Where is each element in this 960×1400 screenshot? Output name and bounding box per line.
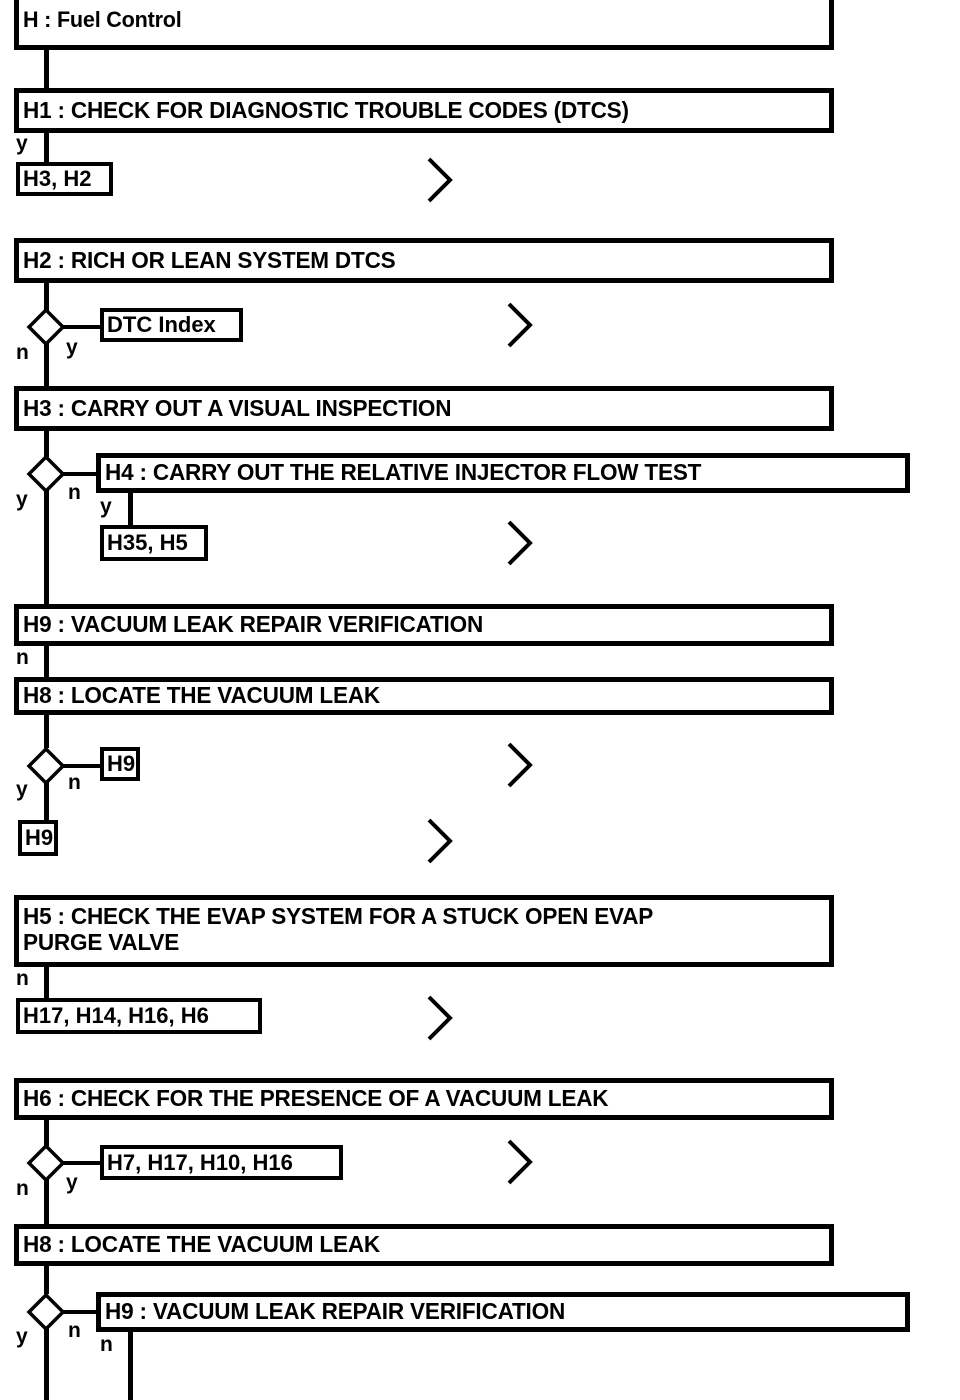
ref-box-dtc-index[interactable]: DTC Index — [100, 308, 243, 342]
branch-label-y-h8a: y — [16, 778, 28, 801]
step-box-h4[interactable]: H4 : CARRY OUT THE RELATIVE INJECTOR FLO… — [96, 453, 910, 493]
step-label-h8-b: H8 : LOCATE THE VACUUM LEAK — [23, 1231, 381, 1258]
step-label-h2: H2 : RICH OR LEAN SYSTEM DTCS — [23, 246, 396, 273]
chevron-icon-3 — [505, 518, 535, 568]
ref-label-h7-h17-h10-h16: H7, H17, H10, H16 — [107, 1149, 293, 1175]
step-box-h3[interactable]: H3 : CARRY OUT A VISUAL INSPECTION — [14, 386, 834, 431]
connector-h-to-h1 — [44, 50, 49, 92]
branch-label-n-h5: n — [16, 967, 29, 990]
chevron-icon-1 — [425, 155, 455, 205]
step-label-h4: H4 : CARRY OUT THE RELATIVE INJECTOR FLO… — [105, 459, 702, 486]
branch-label-n-h9a: n — [16, 646, 29, 669]
connector-h9b-down — [128, 1332, 133, 1400]
decision-diamond-h2[interactable] — [26, 307, 66, 347]
ref-label-h3-h2: H3, H2 — [23, 166, 92, 191]
ref-label-dtc-index: DTC Index — [107, 312, 216, 337]
connector-h9a-to-h8a — [44, 646, 49, 678]
decision-diamond-h8-a[interactable] — [26, 746, 66, 786]
connector-h1-to-ref — [44, 133, 49, 163]
decision-diamond-h8-b[interactable] — [26, 1292, 66, 1332]
step-box-h2[interactable]: H2 : RICH OR LEAN SYSTEM DTCS — [14, 238, 834, 283]
ref-label-h17-h14-h16-h6: H17, H14, H16, H6 — [23, 1003, 209, 1028]
connector-decision-h8a-yes — [44, 780, 49, 820]
ref-label-h9-no: H9 — [107, 751, 136, 776]
branch-label-n-h3: n — [68, 481, 81, 504]
branch-label-y-h4: y — [100, 495, 112, 518]
chevron-icon-6 — [425, 993, 455, 1043]
step-box-h8-b[interactable]: H8 : LOCATE THE VACUUM LEAK — [14, 1224, 834, 1266]
connector-decision-h8a-no — [62, 764, 102, 768]
step-box-h[interactable]: H : Fuel Control — [14, 0, 834, 50]
step-label-h1: H1 : CHECK FOR DIAGNOSTIC TROUBLE CODES … — [23, 96, 629, 123]
decision-diamond-h6[interactable] — [26, 1143, 66, 1183]
step-box-h8-a[interactable]: H8 : LOCATE THE VACUUM LEAK — [14, 677, 834, 715]
connector-decision-h3-no — [62, 472, 100, 476]
step-label-h: H : Fuel Control — [23, 7, 182, 33]
branch-label-n-h2: n — [16, 341, 29, 364]
chevron-icon-5 — [425, 816, 455, 866]
step-label-h9-a: H9 : VACUUM LEAK REPAIR VERIFICATION — [23, 611, 484, 638]
step-label-h6: H6 : CHECK FOR THE PRESENCE OF A VACUUM … — [23, 1085, 609, 1112]
connector-h5-to-ref — [44, 967, 49, 999]
decision-diamond-h3[interactable] — [26, 454, 66, 494]
connector-h2-to-decision — [44, 283, 49, 311]
step-box-h9-a[interactable]: H9 : VACUUM LEAK REPAIR VERIFICATION — [14, 604, 834, 646]
connector-decision-h8b-yes — [44, 1326, 49, 1400]
branch-label-n-h8b: n — [68, 1319, 81, 1342]
connector-decision-h8b-no — [62, 1310, 102, 1314]
ref-box-h7-h17-h10-h16[interactable]: H7, H17, H10, H16 — [100, 1145, 343, 1180]
branch-label-n-h8a: n — [68, 771, 81, 794]
chevron-icon-4 — [505, 740, 535, 790]
step-label-h8-a: H8 : LOCATE THE VACUUM LEAK — [23, 682, 381, 709]
step-box-h6[interactable]: H6 : CHECK FOR THE PRESENCE OF A VACUUM … — [14, 1078, 834, 1120]
chevron-icon-2 — [505, 300, 535, 350]
ref-box-h3-h2[interactable]: H3, H2 — [16, 162, 113, 196]
connector-decision-h2-yes — [62, 325, 102, 329]
step-box-h1[interactable]: H1 : CHECK FOR DIAGNOSTIC TROUBLE CODES … — [14, 88, 834, 133]
ref-box-h35-h5[interactable]: H35, H5 — [100, 525, 208, 561]
ref-box-h9-no[interactable]: H9 — [100, 747, 140, 781]
connector-decision-h3-yes — [44, 488, 49, 605]
connector-h3-to-decision — [44, 431, 49, 457]
ref-label-h35-h5: H35, H5 — [107, 530, 188, 555]
step-label-h3: H3 : CARRY OUT A VISUAL INSPECTION — [23, 394, 452, 421]
step-box-h9-b[interactable]: H9 : VACUUM LEAK REPAIR VERIFICATION — [96, 1292, 910, 1332]
branch-label-n-h6: n — [16, 1177, 29, 1200]
branch-label-y-h2: y — [66, 336, 78, 359]
step-label-h9-b: H9 : VACUUM LEAK REPAIR VERIFICATION — [105, 1298, 566, 1325]
branch-label-n-h9b: n — [100, 1333, 113, 1356]
branch-label-y-h1: y — [16, 132, 28, 155]
connector-decision-h2-no — [44, 341, 49, 387]
branch-label-y-h6: y — [66, 1171, 78, 1194]
connector-h8a-to-decision — [44, 715, 49, 748]
connector-h4-to-ref — [128, 493, 133, 526]
connector-decision-h6-yes — [62, 1161, 102, 1165]
ref-box-h9-yes[interactable]: H9 — [18, 820, 58, 856]
branch-label-y-h8b: y — [16, 1325, 28, 1348]
ref-label-h9-yes: H9 — [25, 825, 54, 850]
step-box-h5[interactable]: H5 : CHECK THE EVAP SYSTEM FOR A STUCK O… — [14, 895, 834, 967]
branch-label-y-h3: y — [16, 488, 28, 511]
chevron-icon-7 — [505, 1137, 535, 1187]
step-label-h5: H5 : CHECK THE EVAP SYSTEM FOR A STUCK O… — [23, 903, 654, 955]
connector-h8b-to-decision — [44, 1266, 49, 1294]
connector-h6-to-decision — [44, 1120, 49, 1146]
ref-box-h17-h14-h16-h6[interactable]: H17, H14, H16, H6 — [16, 998, 262, 1034]
connector-decision-h6-no — [44, 1177, 49, 1225]
